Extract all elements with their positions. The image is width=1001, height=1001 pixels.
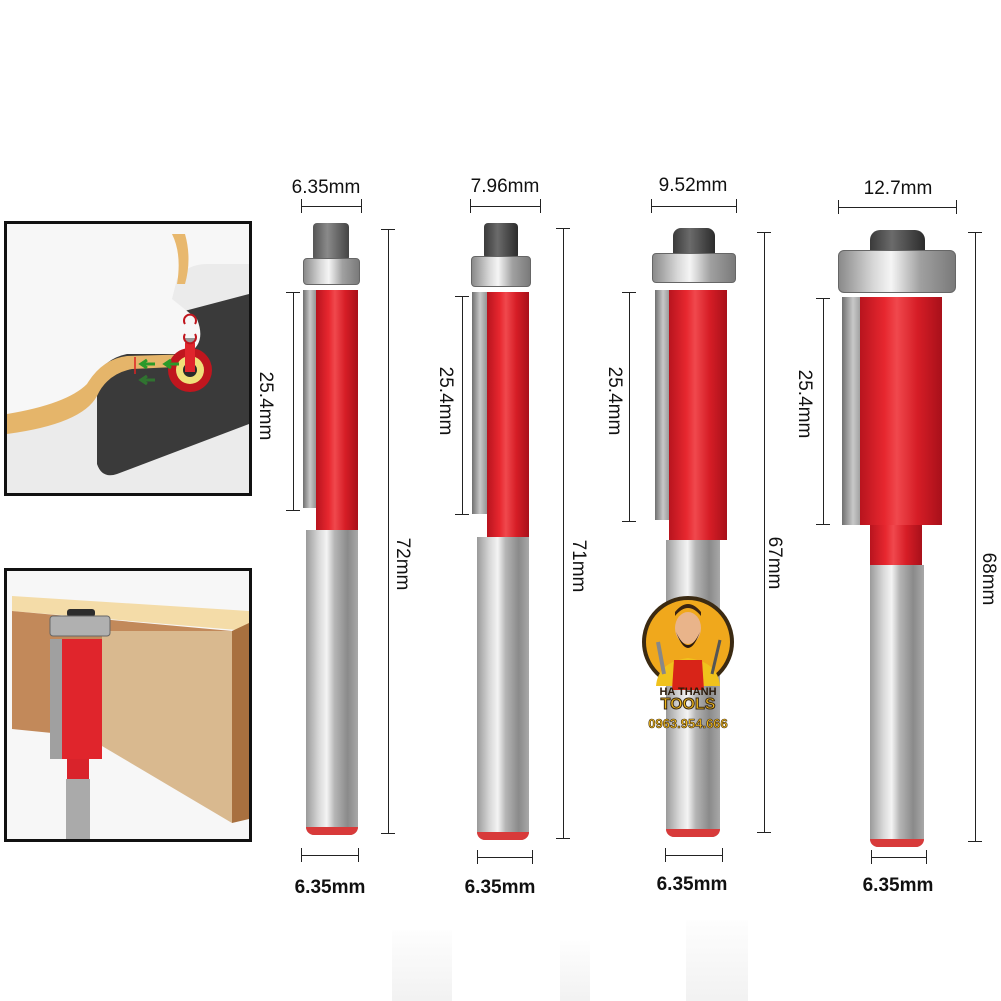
cutting-length-label-2: 25.4mm (435, 366, 456, 436)
dim-tick (736, 199, 737, 213)
curve-trim-scene (7, 224, 249, 493)
cutter-body-1 (316, 290, 358, 530)
total-length-line-4 (975, 232, 976, 841)
shank-dimension-line-1 (301, 855, 358, 856)
bearing-dimension-line-1 (301, 206, 361, 207)
dim-tick (665, 848, 666, 862)
cutter-body-4 (860, 297, 942, 525)
bearing-socket-screw-3 (673, 228, 715, 256)
cutter-neck-4 (870, 525, 922, 565)
cut-length-line-1 (293, 292, 294, 510)
total-length-line-3 (764, 232, 765, 832)
dim-tick (871, 850, 872, 864)
cut-length-line-4 (823, 298, 824, 524)
bearing-diameter-label-1: 6.35mm (291, 177, 361, 198)
bearing-2 (471, 256, 531, 287)
dim-tick (816, 524, 830, 525)
shank-diameter-label-2: 6.35mm (464, 877, 536, 898)
flute-1 (303, 290, 317, 508)
dim-tick (757, 232, 771, 233)
bearing-dimension-line-4 (838, 207, 956, 208)
brand-phone: 0963.954.666 (648, 716, 728, 732)
dim-tick (361, 199, 362, 213)
bearing-3 (652, 253, 736, 283)
dim-tick (532, 850, 533, 864)
bearing-dimension-line-3 (651, 206, 736, 207)
dim-tick (286, 510, 300, 511)
dim-tick (358, 848, 359, 862)
shank-end-3 (666, 829, 720, 837)
dim-tick (301, 199, 302, 213)
edge-trim-scene (7, 571, 249, 839)
shank-4 (870, 565, 924, 847)
dim-tick (838, 200, 839, 214)
shank-dimension-line-4 (871, 857, 926, 858)
dim-tick (455, 514, 469, 515)
reflection (686, 920, 748, 1001)
total-length-line-1 (388, 229, 389, 833)
flute-3 (655, 290, 671, 520)
cutting-length-label-4: 25.4mm (794, 369, 815, 439)
dim-tick (722, 848, 723, 862)
cutter-body-2 (487, 292, 529, 537)
dim-tick (968, 841, 982, 842)
reflection (560, 940, 590, 1001)
bearing-diameter-label-4: 12.7mm (863, 178, 933, 199)
dim-tick (968, 232, 982, 233)
shank-end-1 (306, 827, 358, 835)
shank-2 (477, 537, 529, 840)
dim-tick (301, 848, 302, 862)
total-length-line-2 (563, 228, 564, 838)
dim-tick (381, 229, 395, 230)
bearing-4 (838, 250, 956, 293)
reflection (392, 930, 452, 1001)
bearing-diameter-label-3: 9.52mm (658, 175, 728, 196)
brand-watermark-logo: HA THANH TOOLS 0963.954.666 (636, 590, 740, 738)
curve-trimming-illustration (4, 221, 252, 496)
dim-tick (556, 838, 570, 839)
dim-tick (651, 199, 652, 213)
bearing-diameter-label-2: 7.96mm (470, 176, 540, 197)
bearing-1 (303, 258, 360, 285)
shank-dimension-line-2 (477, 857, 532, 858)
dim-tick (540, 199, 541, 213)
dim-tick (381, 833, 395, 834)
shank-diameter-label-4: 6.35mm (862, 875, 934, 896)
dim-tick (556, 228, 570, 229)
flute-2 (472, 292, 488, 514)
bearing-nut-1 (313, 223, 349, 259)
brand-name-line2: TOOLS (660, 696, 716, 714)
shank-diameter-label-3: 6.35mm (656, 874, 728, 895)
flute-4 (842, 297, 864, 525)
dim-tick (926, 850, 927, 864)
cutting-length-label-1: 25.4mm (255, 371, 276, 441)
total-length-label-1: 72mm (392, 537, 413, 591)
dim-tick (622, 292, 636, 293)
shank-1 (306, 530, 358, 835)
dim-tick (470, 199, 471, 213)
bearing-nut-2 (484, 223, 518, 257)
dim-tick (816, 298, 830, 299)
shank-diameter-label-1: 6.35mm (294, 877, 366, 898)
mechanic-mascot-icon (642, 596, 734, 690)
brand-name-line1: HA THANH (659, 686, 717, 698)
shank-end-4 (870, 839, 924, 847)
dim-tick (622, 521, 636, 522)
cut-length-line-2 (462, 296, 463, 514)
dim-tick (477, 850, 478, 864)
total-length-label-3: 67mm (764, 536, 785, 590)
cutting-length-label-3: 25.4mm (604, 366, 625, 436)
dim-tick (757, 832, 771, 833)
total-length-label-4: 68mm (978, 552, 999, 606)
total-length-label-2: 71mm (568, 539, 589, 593)
shank-end-2 (477, 832, 529, 840)
cutter-body-3 (669, 290, 727, 540)
cut-length-line-3 (629, 292, 630, 521)
dim-tick (455, 296, 469, 297)
shank-dimension-line-3 (665, 855, 722, 856)
dim-tick (956, 200, 957, 214)
edge-trimming-illustration (4, 568, 252, 842)
bearing-dimension-line-2 (470, 206, 540, 207)
dim-tick (286, 292, 300, 293)
